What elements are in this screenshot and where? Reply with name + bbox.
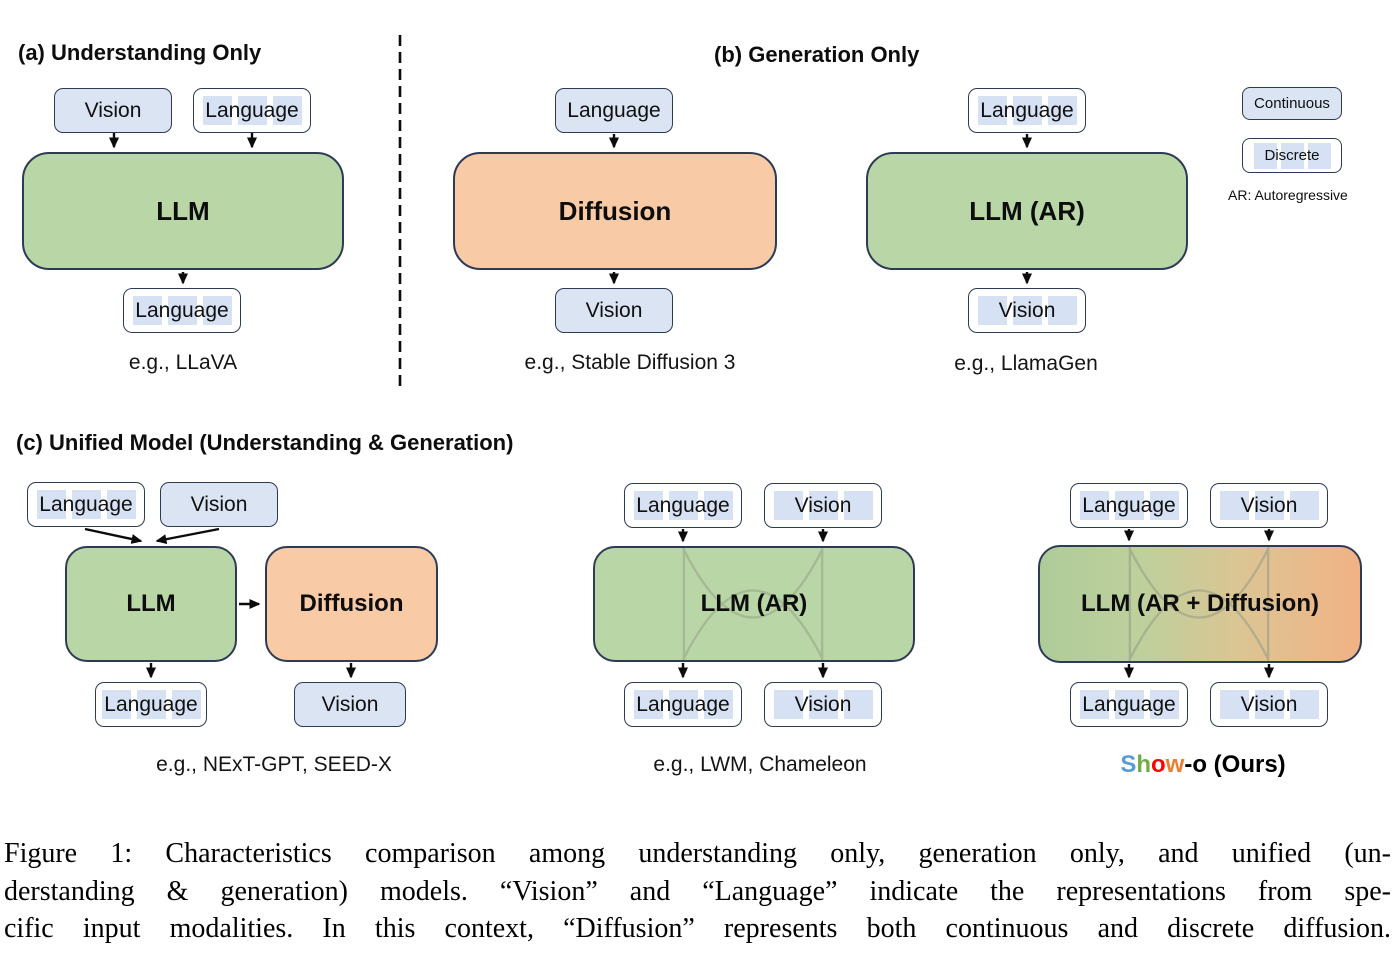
- model-label: LLM: [156, 195, 210, 226]
- example-label-llamagen: e.g., LlamaGen: [954, 352, 1098, 375]
- example-label-nextgpt-seedx: e.g., NExT-GPT, SEED-X: [156, 753, 392, 776]
- token-label: Vision: [998, 298, 1056, 322]
- discrete-token-marks: [1219, 491, 1319, 520]
- caption-line: derstanding & generation) models. “Visio…: [4, 875, 1391, 907]
- discrete-token-marks: [1079, 491, 1179, 520]
- model-label: LLM (AR): [700, 590, 808, 617]
- legend-discrete-label: Discrete: [1264, 147, 1320, 164]
- model-label: Diffusion: [299, 590, 404, 617]
- token-label: Language: [980, 98, 1074, 122]
- token-box-vision-continuous: Vision: [555, 288, 673, 333]
- example-label-stable-diffusion: e.g., Stable Diffusion 3: [524, 351, 736, 374]
- token-label: Vision: [1240, 493, 1298, 517]
- token-box-vision-discrete: Vision: [1210, 483, 1328, 528]
- panel-a-title: (a) Understanding Only: [18, 40, 262, 65]
- caption-line: Figure 1: Characteristics comparison amo…: [4, 838, 1391, 869]
- token-box-language-discrete: Language: [123, 288, 241, 333]
- token-box-language-discrete: Language: [968, 88, 1086, 133]
- discrete-token-marks: [101, 690, 201, 719]
- token-label: Language: [135, 298, 229, 322]
- showo-letter: h: [1136, 751, 1152, 778]
- legend-discrete-box: Discrete: [1242, 138, 1342, 173]
- token-label: Language: [1082, 493, 1176, 517]
- token-label: Language: [104, 692, 198, 716]
- model-label: Diffusion: [558, 195, 672, 226]
- token-flow-arcs: [1128, 547, 1270, 661]
- showo-letter: S: [1120, 751, 1137, 778]
- token-box-language-continuous: Language: [555, 88, 673, 133]
- token-box-vision-continuous: Vision: [54, 88, 172, 133]
- model-label: LLM (AR + Diffusion): [1081, 590, 1319, 617]
- token-box-language-discrete: Language: [95, 682, 207, 727]
- model-box-llm-ar: LLM (AR): [866, 152, 1188, 270]
- model-box-llm: LLM: [65, 546, 237, 662]
- token-box-vision-discrete: Vision: [968, 288, 1086, 333]
- showo-letter: o: [1151, 751, 1166, 778]
- discrete-token-marks: [1219, 690, 1319, 719]
- discrete-token-marks: [633, 491, 733, 520]
- token-box-vision-discrete: Vision: [764, 682, 882, 727]
- figure-caption: Figure 1: Characteristics comparison amo…: [4, 835, 1391, 948]
- discrete-token-marks: [202, 96, 302, 125]
- example-label-show-o: Show-o (Ours): [1120, 751, 1285, 779]
- model-box-diffusion: Diffusion: [265, 546, 438, 662]
- discrete-token-marks: [1079, 690, 1179, 719]
- token-flow-arcs: [682, 548, 824, 660]
- showo-letter: w: [1165, 751, 1185, 778]
- caption-line: cific input modalities. In this context,…: [4, 913, 1391, 944]
- token-box-language-discrete: Language: [1070, 483, 1188, 528]
- legend-ar-note: AR: Autoregressive: [1228, 187, 1348, 203]
- token-box-vision-continuous: Vision: [294, 682, 406, 727]
- token-box-language-discrete: Language: [624, 682, 742, 727]
- discrete-token-marks: [1253, 142, 1331, 169]
- token-box-vision-discrete: Vision: [1210, 682, 1328, 727]
- model-label: LLM: [126, 590, 176, 617]
- token-label: Vision: [585, 298, 643, 322]
- model-box-llm: LLM: [22, 152, 344, 270]
- token-label: Vision: [321, 692, 379, 716]
- example-label-llava: e.g., LLaVA: [128, 351, 238, 374]
- model-label: LLM (AR): [969, 195, 1085, 226]
- token-box-language-discrete: Language: [193, 88, 311, 133]
- token-label: Language: [205, 98, 299, 122]
- token-label: Vision: [1240, 692, 1298, 716]
- token-label: Vision: [190, 492, 248, 516]
- token-label: Language: [1082, 692, 1176, 716]
- panel-c-title: (c) Unified Model (Understanding & Gener…: [16, 430, 514, 455]
- showo-letter: -o (Ours): [1184, 751, 1286, 778]
- token-box-language-discrete: Language: [1070, 682, 1188, 727]
- token-box-vision-continuous: Vision: [160, 482, 278, 527]
- legend-continuous-box: Continuous: [1242, 87, 1342, 120]
- token-label: Vision: [794, 692, 852, 716]
- token-label: Vision: [794, 493, 852, 517]
- token-label: Language: [636, 493, 730, 517]
- token-label: Vision: [84, 98, 142, 122]
- discrete-token-marks: [36, 490, 136, 519]
- discrete-token-marks: [132, 296, 232, 325]
- token-label: Language: [39, 492, 133, 516]
- token-box-vision-discrete: Vision: [764, 483, 882, 528]
- legend-continuous-label: Continuous: [1254, 95, 1330, 112]
- token-box-language-discrete: Language: [27, 482, 145, 527]
- discrete-token-marks: [977, 296, 1077, 325]
- discrete-token-marks: [773, 491, 873, 520]
- panel-b-title: (b) Generation Only: [714, 42, 920, 67]
- model-box-diffusion: Diffusion: [453, 152, 777, 270]
- token-label: Language: [567, 98, 661, 122]
- arrow-diagonal: [155, 527, 220, 545]
- token-label: Language: [636, 692, 730, 716]
- discrete-token-marks: [977, 96, 1077, 125]
- discrete-token-marks: [773, 690, 873, 719]
- model-box-llm-ar-diffusion: LLM (AR + Diffusion): [1038, 545, 1362, 663]
- discrete-token-marks: [633, 690, 733, 719]
- token-box-language-discrete: Language: [624, 483, 742, 528]
- arrow-diagonal: [84, 527, 143, 544]
- example-label-lwm-chameleon: e.g., LWM, Chameleon: [653, 753, 867, 776]
- model-box-llm-ar: LLM (AR): [593, 546, 915, 662]
